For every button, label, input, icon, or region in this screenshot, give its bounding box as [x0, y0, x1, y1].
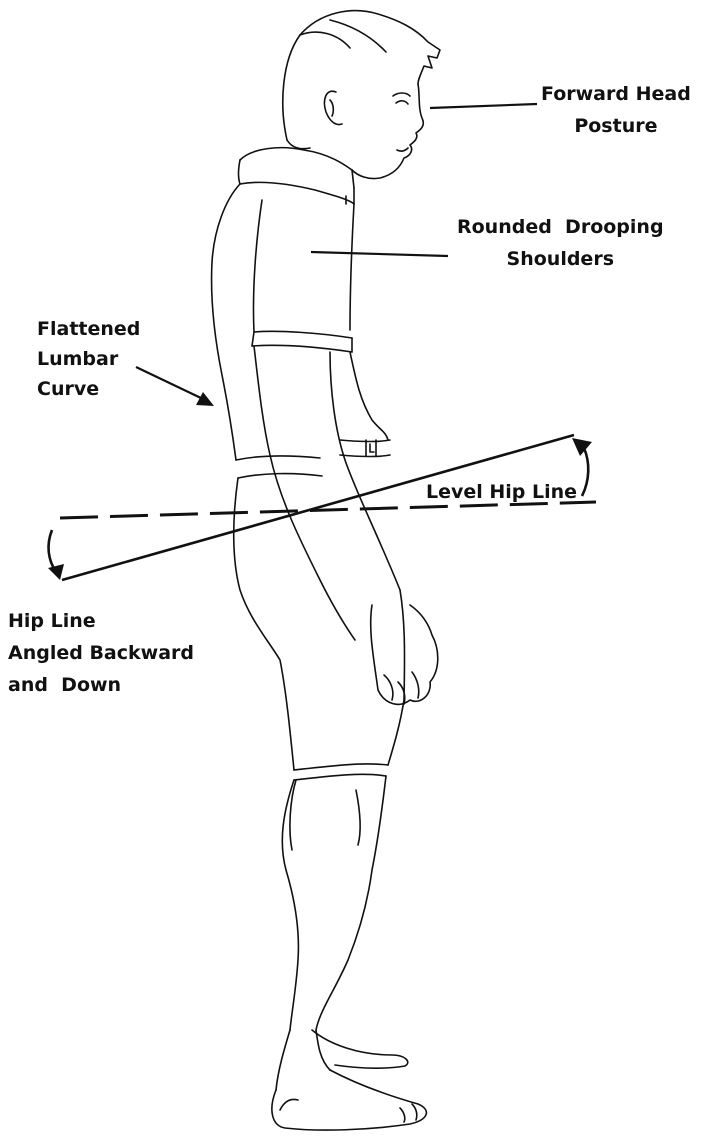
level-hip-line-label: Level Hip Line — [426, 476, 577, 508]
forward-head-line1: Forward Head — [541, 78, 691, 110]
level-hip-arrowhead — [572, 438, 592, 456]
hip-line-angled-line2: Angled Backward — [8, 637, 194, 669]
level-hip-line-text: Level Hip Line — [426, 476, 577, 508]
torso — [212, 184, 400, 640]
collar — [239, 148, 355, 204]
flattened-lumbar-line1: Flattened — [37, 314, 140, 344]
hip-line-curved-arrow — [49, 530, 56, 572]
level-hip-curved-arrow — [582, 448, 588, 496]
hip-line-angled-label: Hip Line Angled Backward and Down — [8, 605, 194, 701]
hip-line-angled-line3: and Down — [8, 669, 194, 701]
flattened-lumbar-label: Flattened Lumbar Curve — [37, 314, 140, 404]
forward-head-line2: Posture — [541, 110, 691, 142]
shoulders-pointer — [311, 252, 448, 256]
head-figure — [283, 11, 440, 188]
rounded-shoulders-line1: Rounded Drooping — [457, 211, 664, 243]
flattened-lumbar-line2: Lumbar — [37, 344, 140, 374]
hip-line-arrowhead — [48, 564, 64, 580]
forward-head-pointer — [430, 104, 537, 108]
rounded-shoulders-line2: Shoulders — [457, 243, 664, 275]
lumbar-pointer-line — [136, 367, 203, 399]
forward-head-label: Forward Head Posture — [541, 78, 691, 142]
flattened-lumbar-line3: Curve — [37, 374, 140, 404]
rounded-shoulders-label: Rounded Drooping Shoulders — [457, 211, 664, 275]
hip-line-angled-line1: Hip Line — [8, 605, 194, 637]
legs — [272, 776, 427, 1130]
lumbar-arrowhead — [196, 392, 214, 406]
